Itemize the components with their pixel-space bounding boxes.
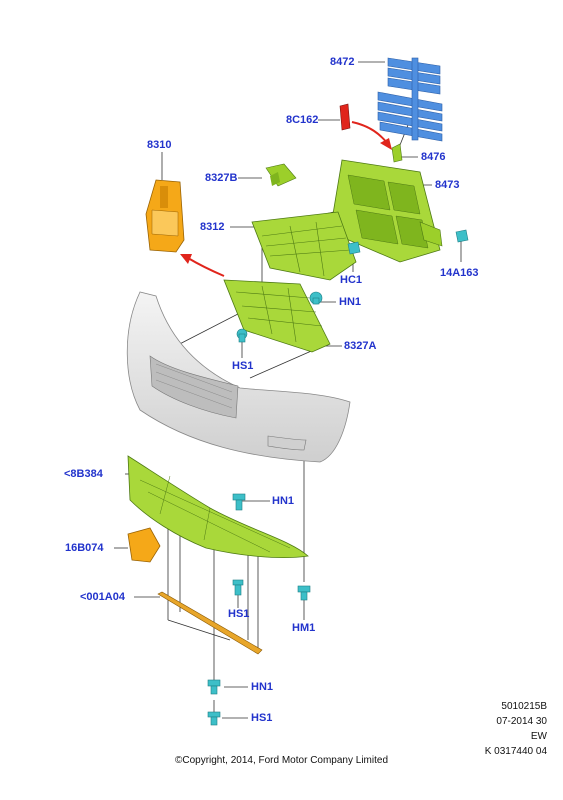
callout-8476[interactable]: 8476 [421,151,446,163]
callout-8310[interactable]: 8310 [147,139,172,151]
callout-HN1-lower[interactable]: HN1 [251,681,274,693]
callout-8473[interactable]: 8473 [435,179,460,191]
clip-14a163 [455,229,469,243]
upper-grille-8312 [251,211,357,281]
louver-shutter-8472 [377,57,443,142]
bracket-8476 [391,143,403,163]
bracket-8327B [265,163,297,187]
clip-hs1-lower [207,711,221,726]
callout-HS1-mid[interactable]: HS1 [228,608,250,620]
callout-HS1-upper[interactable]: HS1 [232,360,254,372]
callout-8C162[interactable]: 8C162 [286,114,319,126]
callout-8472[interactable]: 8472 [330,56,355,68]
ref-code: 5010215B [501,701,547,712]
clip-hs1-mid [232,579,244,596]
ref-region: EW [530,731,547,742]
actuator-8C162 [339,103,392,150]
clip-hm1 [297,585,311,601]
lower-grille-8327A [223,279,331,353]
callout-8B384[interactable]: <8B384 [64,468,103,480]
callout-HS1-lower[interactable]: HS1 [251,712,273,724]
clip-hn1-mid [232,493,246,511]
callout-8312[interactable]: 8312 [200,221,225,233]
callout-14A163[interactable]: 14A163 [440,267,479,279]
copyright-notice: ©Copyright, 2014, Ford Motor Company Lim… [174,755,389,766]
callout-HN1-mid[interactable]: HN1 [272,495,295,507]
callout-16B074[interactable]: 16B074 [65,542,104,554]
undertray-8B384 [127,455,309,558]
callout-HN1-upper[interactable]: HN1 [339,296,362,308]
ref-number: K 0317440 04 [484,746,547,757]
clip-hn1-lower [207,679,221,695]
bumper-cover [126,291,351,463]
clips [207,229,469,726]
red-arrow-duct [180,254,225,277]
callout-001A04[interactable]: <001A04 [80,591,125,603]
clip-hn1-upper [309,291,323,305]
strip-001A04 [157,591,263,655]
bracket-16B074 [127,527,161,563]
callout-8327A[interactable]: 8327A [344,340,377,352]
callout-HM1[interactable]: HM1 [292,622,316,634]
clip-hs1-upper [236,328,248,343]
clip-hc1 [347,241,361,255]
shroud-frame-8473 [329,159,443,263]
air-duct-8310 [145,179,185,253]
callout-HC1[interactable]: HC1 [340,274,363,286]
callout-8327B[interactable]: 8327B [205,172,238,184]
ref-date: 07-2014 30 [496,716,547,727]
